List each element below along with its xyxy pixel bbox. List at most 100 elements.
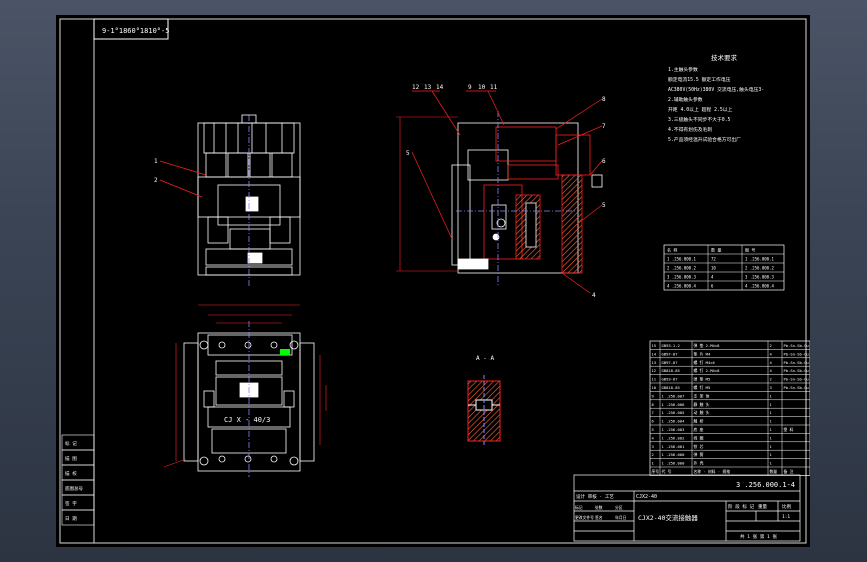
bom-cell: 15 (652, 343, 657, 348)
bom-cell: 7 (652, 410, 654, 415)
bom-cell: 1 (770, 427, 773, 432)
bom-cell: Pb-Sn-Sb-Cu (784, 368, 809, 373)
small-table-cell: 6 (711, 284, 714, 289)
bom-cell: 10 (652, 385, 657, 390)
bom-cell: 4 (652, 435, 655, 440)
bom-cell: 3 (770, 385, 772, 390)
small-table-cell: 3 .256.000.3 (745, 275, 774, 280)
left-strip-cell: 描 图 (65, 455, 77, 462)
bom-cell: 1 (770, 410, 773, 415)
bom-cell: Pb-Sn-Sb-Cu (784, 385, 809, 390)
tech-req-item: AC380V(50Hz)380V 交流电压,触头电压3- (668, 86, 764, 93)
small-table-cell: 10 (711, 266, 716, 271)
bom-cell: 静 触 头 (694, 402, 710, 407)
bom-cell: 名称 · 材料 · 规格 (694, 469, 731, 474)
section-label: A - A (476, 355, 494, 362)
bom-cell: GB97-87 (662, 351, 678, 356)
bom-cell: GB93-1-2 (662, 343, 680, 348)
bom-cell: GB818-85 (662, 385, 680, 390)
tech-req-item: 开距 4.0以上 超程 2.5以上 (668, 106, 733, 113)
callout-label: 6 (602, 158, 606, 165)
left-strip-cell: 描 校 (65, 470, 77, 477)
callout-label: 11 (490, 84, 498, 91)
bom-cell: 1 (770, 435, 773, 440)
small-table-cell: 3 .256.000.3 (667, 275, 696, 280)
bom-cell: 12 (652, 368, 657, 373)
bom-cell: 1 .256.003 (662, 427, 685, 432)
bom-cell: 支 架 体 (694, 393, 710, 398)
bom-cell: 1 .256.000 (662, 452, 686, 457)
tech-req-item: 4.不得有划伤及毛刺 (668, 126, 712, 133)
bom-cell: 1 .256.001 (662, 444, 686, 449)
callout-label: 4 (592, 292, 596, 299)
bom-cell: 8 (652, 402, 655, 407)
left-strip-cell: 标 记 (65, 440, 77, 447)
bom-cell: 11 (652, 377, 657, 382)
small-table-cell: 1 .256.000.1 (667, 257, 696, 262)
bom-cell: GB97-87 (662, 360, 678, 365)
callout-label: 12 (412, 84, 420, 91)
title-row-label: 处数 (595, 505, 603, 510)
top-view-dimensions (163, 304, 327, 468)
left-strip-cell: 底图总号 (65, 485, 83, 492)
bom-cell: 外 壳 (694, 461, 704, 466)
bom-cell: 弹 垫 M5 (694, 377, 711, 382)
bom-cell: 垫 片 M4 (694, 351, 711, 356)
bom-cell: 1 (770, 452, 773, 457)
title-row-label: 标记 (575, 505, 583, 510)
front-view-callouts: 1 2 (154, 158, 207, 198)
front-view (197, 114, 301, 287)
product-name: CJX2-40交流接触器 (638, 513, 698, 522)
bom-cell: 1 (770, 402, 773, 407)
title-project-label: 设计 审核 · 工艺 (576, 493, 614, 500)
left-strip-cell: 签 字 (65, 500, 77, 507)
bom-cell: 1 (770, 461, 773, 466)
callout-label: 9 (468, 84, 472, 91)
bom-cell: 代 号 (662, 469, 672, 474)
title-small-code: CJX2-40 (636, 494, 657, 500)
bom-cell: 铁 芯 (694, 444, 704, 449)
bom-cell: Pb-Sn-Sb-Cu (784, 343, 809, 348)
tech-req-item: 额定电流15.5 额定工作电压 (668, 76, 731, 83)
bom-cell: 2 (770, 377, 772, 382)
stage-header: 阶 段 标 记 (728, 503, 755, 510)
bom-cell: 触 桥 (694, 419, 704, 424)
front-plate-text: CJ X - 40/3 (224, 416, 270, 424)
callout-label: 1 (154, 158, 158, 165)
tech-req-item: 3.三极触头不同步不大于0.5 (668, 116, 731, 123)
bom-cell: 数量 (770, 469, 778, 474)
small-table-cell: 72 (711, 257, 716, 262)
callout-label: 2 (154, 177, 158, 184)
bom-cell: 序号 (652, 469, 660, 474)
bom-cell: 3 (652, 444, 654, 449)
top-view (183, 321, 315, 477)
bom-cell: 5 (652, 427, 654, 432)
tech-req-item: 2.辅助触头参数 (668, 96, 703, 103)
bom-cell: 9 (652, 393, 655, 398)
callout-label: 5 (406, 150, 410, 157)
bom-cell: Pb-Sn-Sb-Cu (784, 377, 809, 382)
callout-label: 10 (478, 84, 486, 91)
bom-cell: 螺 钉 2-M4×8 (694, 368, 721, 373)
inner-frame (93, 18, 807, 544)
bom-cell: 塑 料 (784, 427, 794, 432)
bom-cell: 螺 钉 M4×6 (694, 360, 716, 365)
cad-drawing[interactable]: 9-1°1860°1810°-5 (56, 15, 811, 547)
title-row-label: 更改文件号 (575, 515, 594, 520)
section-dimension (396, 116, 458, 272)
drawing-sheet: 9-1°1860°1810°-5 (56, 15, 811, 547)
bom-cell: 4 (770, 368, 773, 373)
small-table-cell: 1 .256.000.1 (745, 257, 774, 262)
top-view-highlight (280, 349, 290, 355)
sheet-count: 共 1 张 第 1 张 (740, 533, 777, 540)
callout-label: 14 (436, 84, 444, 91)
bom-cell: 1 (770, 393, 773, 398)
bom-cell: 1 .256.000 (662, 461, 686, 466)
bom-cell: 弹 垫 2-M4×8 (694, 343, 721, 348)
left-strip-cell: 日 期 (65, 516, 77, 522)
bom-cell: Pb-Sn-Sb-Cu (784, 360, 809, 365)
drawing-code: 3 .256.000.1-4 (736, 481, 795, 489)
